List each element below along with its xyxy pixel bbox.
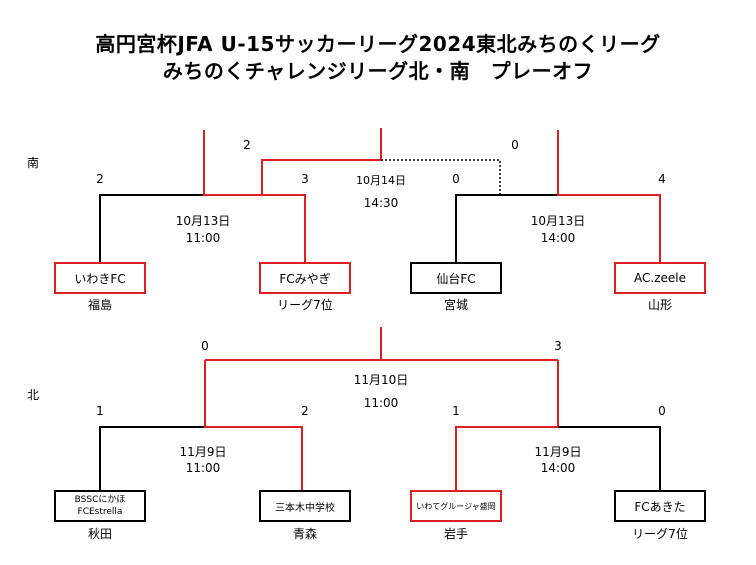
- south-semi-right-time: 14:00: [540, 231, 576, 245]
- north-semi-left-score-left: 1: [96, 404, 104, 418]
- south-final-date: 10月14日: [356, 174, 406, 187]
- north-final-score-left: 0: [201, 339, 209, 353]
- south-final-score-right: 0: [511, 138, 519, 152]
- north-semi-left-loser-line: [99, 426, 205, 490]
- south-section-label: 南: [27, 156, 40, 170]
- team-pref: リーグ7位: [632, 527, 688, 541]
- north-semi-left-score-right: 2: [301, 404, 309, 418]
- team-pref: 宮城: [443, 298, 469, 312]
- team-box: AC.zeele: [614, 262, 706, 294]
- north-section-label: 北: [27, 388, 40, 402]
- south-semi-left-score-right: 3: [301, 172, 309, 186]
- team-pref: 秋田: [87, 527, 113, 541]
- team-name: FCみやぎ: [279, 271, 331, 286]
- north-semi-right-loser-line: [558, 426, 661, 490]
- team-name: FCあきた: [634, 499, 686, 514]
- south-semi-right-date: 10月13日: [530, 214, 586, 228]
- team-name: 三本木中学校: [275, 502, 335, 514]
- south-semi-right-loser-line: [455, 194, 558, 262]
- north-final-date: 11月10日: [353, 373, 409, 387]
- team-name: いわきFC: [74, 271, 126, 286]
- team-box: いわてグルージャ盛岡: [410, 490, 502, 522]
- south-final-score-left: 2: [243, 138, 251, 152]
- title-line-1: 高円宮杯JFA U-15サッカーリーグ2024東北みちのくリーグ: [95, 32, 661, 56]
- south-semi-left-date: 10月13日: [175, 214, 231, 228]
- team-box: FCみやぎ: [259, 262, 351, 294]
- team-box: いわきFC: [54, 262, 146, 294]
- south-semi-right-score-left: 0: [452, 172, 460, 186]
- south-final-time: 14:30: [363, 196, 399, 210]
- north-semi-right-date: 11月9日: [534, 445, 582, 459]
- south-semi-left-score-left: 2: [96, 172, 104, 186]
- south-semi-left-loser-line: [99, 194, 205, 262]
- team-box: BSSCにかほ FCEstrella: [54, 490, 146, 522]
- north-semi-left-date: 11月9日: [179, 445, 227, 459]
- north-semi-left-time: 11:00: [185, 461, 221, 475]
- team-pref: 岩手: [443, 527, 469, 541]
- south-semi-right-winner-line: [557, 130, 661, 262]
- title-line-2: みちのくチャレンジリーグ北・南 プレーオフ: [162, 59, 594, 83]
- team-name: 仙台FC: [436, 271, 476, 286]
- north-semi-right-score-left: 1: [452, 404, 460, 418]
- south-semi-left-time: 11:00: [185, 231, 221, 245]
- team-name: いわてグルージャ盛岡: [416, 501, 496, 511]
- south-semi-right-score-right: 4: [658, 172, 666, 186]
- team-name: AC.zeele: [634, 271, 686, 285]
- north-final-score-right: 3: [554, 339, 562, 353]
- team-pref: 福島: [87, 298, 113, 312]
- north-semi-right-score-right: 0: [658, 404, 666, 418]
- north-semi-left-winner-line: [204, 360, 303, 490]
- team-box: 三本木中学校: [259, 490, 351, 522]
- team-pref: 青森: [292, 527, 318, 541]
- team-name-line2: FCEstrella: [77, 507, 123, 517]
- team-pref: リーグ7位: [277, 298, 333, 312]
- south-semi-left-winner-line: [203, 130, 306, 262]
- north-semi-right-winner-line: [455, 360, 559, 490]
- north-semi-right-time: 14:00: [540, 461, 576, 475]
- team-pref: 山形: [647, 298, 673, 312]
- north-final-time: 11:00: [363, 396, 399, 410]
- team-name-line1: BSSCにかほ: [74, 495, 126, 505]
- team-box: 仙台FC: [410, 262, 502, 294]
- team-box: FCあきた: [614, 490, 706, 522]
- north-final-winner-line: [380, 327, 558, 361]
- south-final-winner-line: [261, 128, 382, 195]
